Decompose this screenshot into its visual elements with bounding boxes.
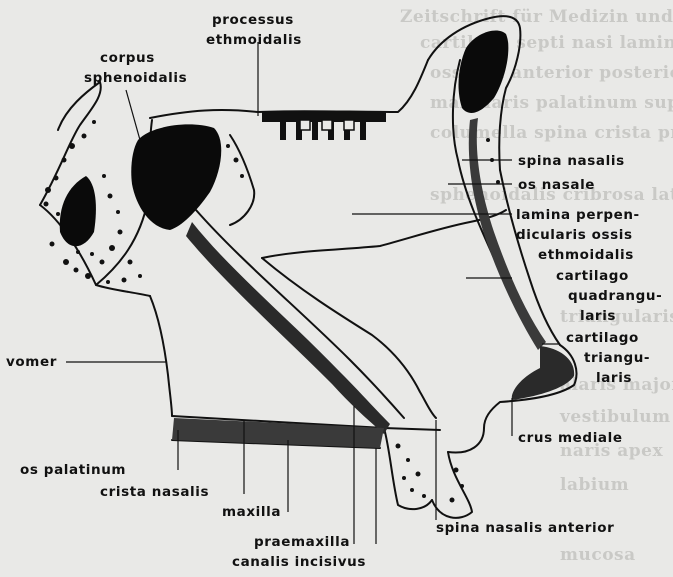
svg-text:labium: labium (560, 475, 629, 495)
label-canalis-incisivus: canalis incisivus (232, 554, 366, 570)
label-vomer: vomer (6, 354, 57, 370)
label-cartilago-t-3: laris (596, 370, 632, 386)
label-maxilla: maxilla (222, 504, 281, 520)
label-lamina-3: ethmoidalis (538, 247, 634, 263)
svg-text:Zeitschrift für Medizin und Na: Zeitschrift für Medizin und Nasenbau (400, 7, 673, 27)
label-cartilago-t-1: cartilago (566, 330, 639, 346)
label-os-nasale: os nasale (518, 177, 595, 193)
svg-text:triangularis: triangularis (560, 307, 673, 327)
label-cartilago-q-1: cartilago (556, 268, 629, 284)
label-os-palatinum: os palatinum (20, 462, 126, 478)
label-crus-mediale: crus mediale (518, 430, 623, 446)
svg-text:mucosa: mucosa (560, 545, 636, 565)
sphenoid-sinus (131, 124, 221, 230)
label-cartilago-q-2: quadrangu- (568, 288, 662, 304)
label-cartilago-q-3: laris (580, 308, 616, 324)
label-lamina-2: dicularis ossis (516, 227, 633, 243)
label-spina-nasalis-anterior: spina nasalis anterior (436, 520, 614, 536)
label-processus: processus (212, 12, 294, 28)
label-sphenoidalis: sphenoidalis (84, 70, 187, 86)
label-corpus: corpus (100, 50, 155, 66)
label-cartilago-t-2: triangu- (584, 350, 650, 366)
label-ethmoidalis: ethmoidalis (206, 32, 302, 48)
svg-text:cartilago septi nasi lamina vo: cartilago septi nasi lamina vomer (420, 33, 673, 53)
label-crista-nasalis: crista nasalis (100, 484, 209, 500)
svg-text:vestibulum: vestibulum (559, 407, 671, 427)
label-spina-nasalis: spina nasalis (518, 153, 625, 169)
background-text: Zeitschrift für Medizin und Nasenbau car… (400, 7, 673, 565)
label-lamina-1: lamina perpen- (516, 207, 640, 223)
cribriform-plate (262, 112, 386, 140)
label-praemaxilla: praemaxilla (254, 534, 350, 550)
svg-text:columella spina crista process: columella spina crista processus (430, 123, 673, 143)
sphenoid-wing (60, 176, 96, 246)
